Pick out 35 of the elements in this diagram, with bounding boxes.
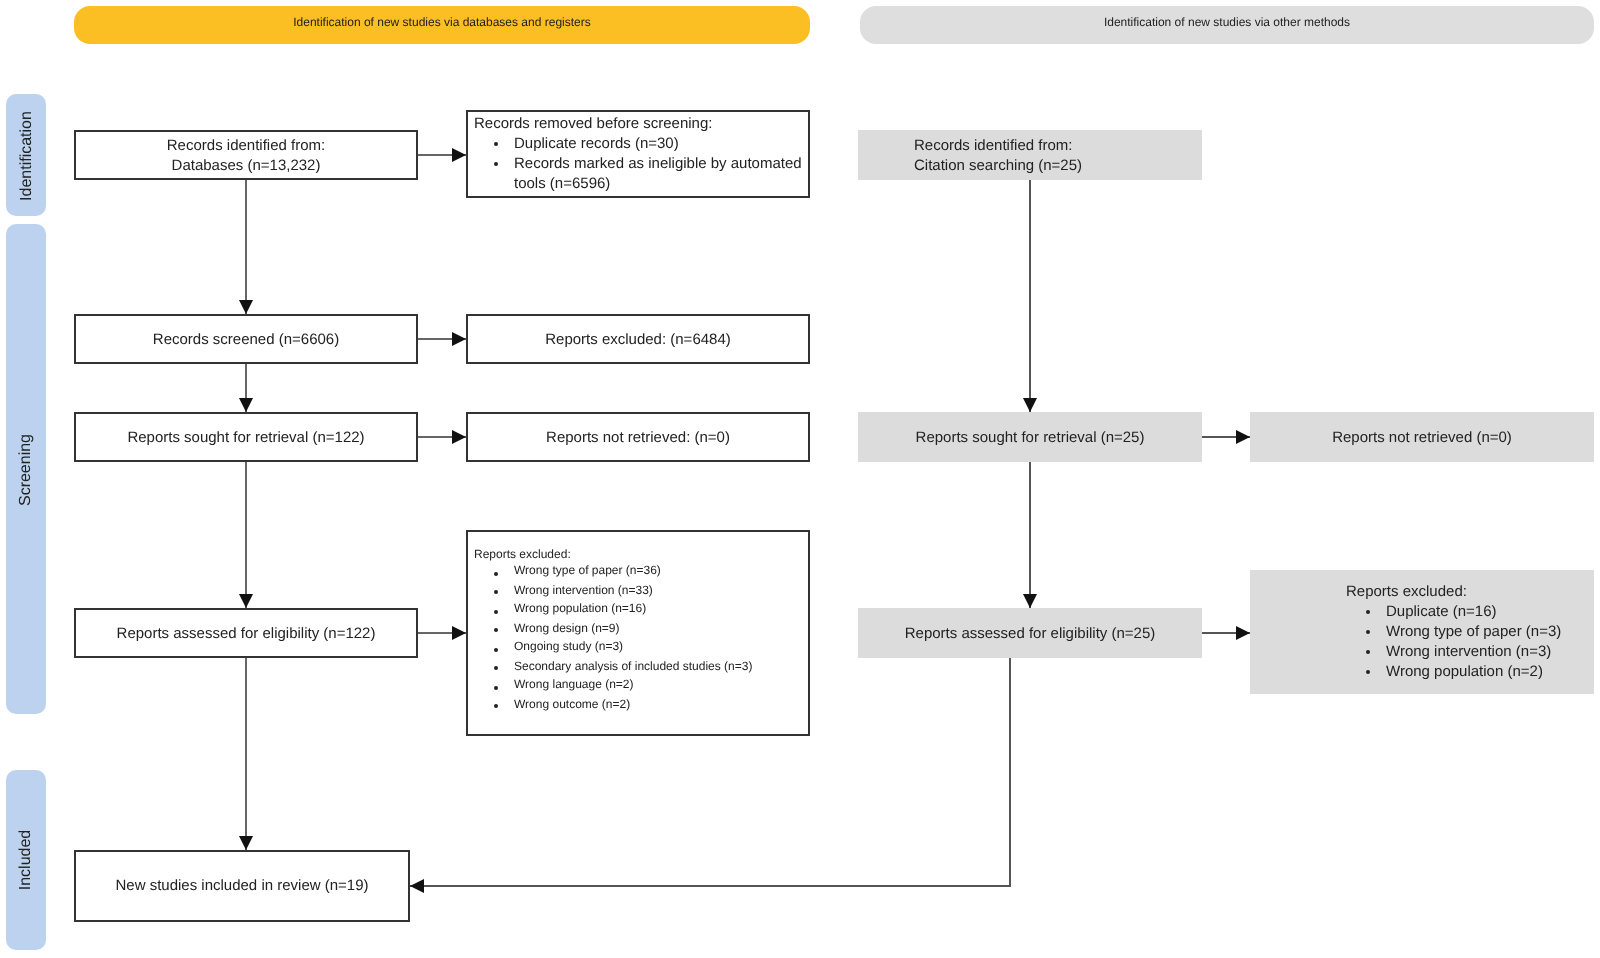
process-box (74, 412, 418, 462)
process-box (466, 412, 810, 462)
phase-label: Identification (14, 110, 36, 200)
section-header (74, 6, 810, 44)
process-box (74, 608, 418, 658)
arrow (239, 179, 253, 315)
phase-label: Screening (14, 432, 36, 506)
arrow (417, 430, 467, 444)
process-box (858, 130, 1202, 180)
exclusion-box (1250, 570, 1594, 694)
process-box (74, 314, 418, 364)
exclusion-box (466, 110, 810, 198)
section-header (860, 6, 1594, 44)
phase-label: Included (14, 829, 36, 891)
arrow (239, 363, 253, 413)
phase-label-bar (6, 224, 46, 714)
exclusion-box (466, 530, 810, 736)
process-box (858, 608, 1202, 658)
arrow (417, 332, 467, 346)
arrow (417, 626, 467, 640)
process-box (1250, 412, 1594, 462)
arrow (1023, 461, 1037, 609)
process-box (466, 314, 810, 364)
phase-label-bar (6, 770, 46, 950)
process-box (74, 130, 418, 180)
process-box (858, 412, 1202, 462)
arrow (417, 148, 467, 162)
arrow (239, 461, 253, 609)
arrow (239, 657, 253, 851)
arrow (1023, 179, 1037, 413)
arrow (1201, 626, 1251, 640)
process-box (74, 850, 410, 922)
arrow (409, 657, 1011, 893)
arrow (1201, 430, 1251, 444)
phase-label-bar (6, 94, 46, 216)
